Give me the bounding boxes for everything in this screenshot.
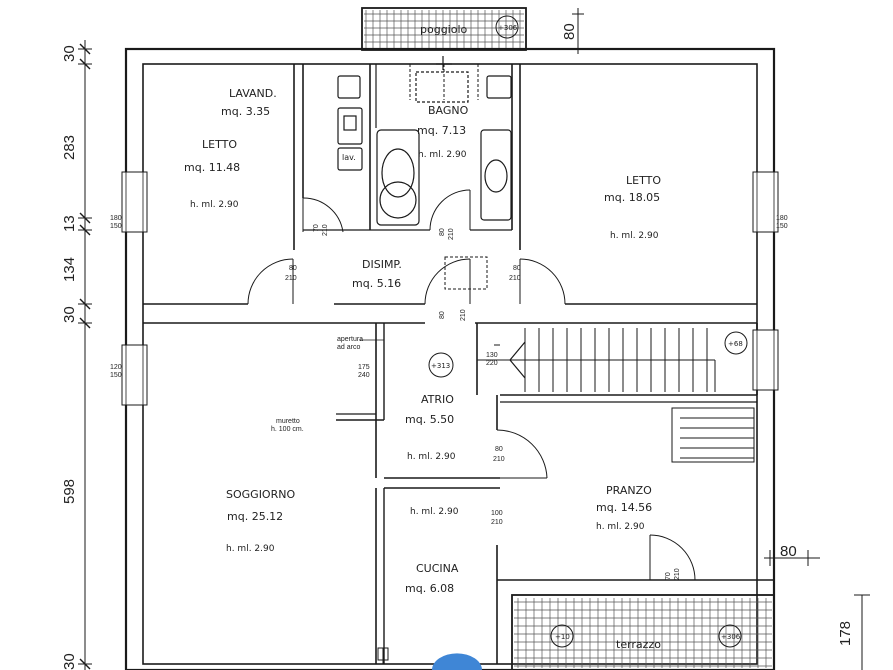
window-height: 220	[486, 360, 498, 367]
poggiolo-hatch	[364, 10, 524, 48]
dim-label: 30	[61, 653, 78, 670]
level-terrazzo-right: +306	[721, 633, 741, 641]
room-name-pranzo: PRANZO	[606, 484, 652, 497]
door-height: 210	[509, 275, 521, 282]
window-openings	[121, 171, 779, 406]
room-area-disimp: mq. 5.16	[352, 277, 401, 290]
sink-icon	[484, 159, 508, 193]
window-width: 180	[776, 215, 788, 222]
blue-marker	[432, 653, 482, 670]
room-name-poggiolo: poggiolo	[420, 23, 468, 36]
note-muretto: muretto	[276, 418, 300, 425]
dim-label: 13	[61, 215, 78, 232]
door-height: 210	[322, 224, 329, 236]
room-name-soggiorno: SOGGIORNO	[226, 488, 295, 501]
room-area-bagno: mq. 7.13	[417, 124, 466, 137]
room-height-pranzo: h. ml. 2.90	[596, 522, 645, 532]
bathroom-fixtures	[337, 71, 512, 226]
dimension-lines	[78, 8, 870, 670]
room-name-disimp: DISIMP.	[362, 258, 402, 271]
door-height: 210	[493, 456, 505, 463]
door-width: 100	[491, 510, 503, 517]
room-area-pranzo: mq. 14.56	[596, 501, 652, 514]
room-area-soggiorno: mq. 25.12	[227, 510, 283, 523]
dim-label: 134	[61, 257, 78, 282]
note-muretto-height: h. 100 cm.	[271, 426, 304, 433]
door-height: 210	[460, 309, 467, 321]
room-name-bagno: BAGNO	[428, 104, 469, 117]
room-height-letto-right: h. ml. 2.90	[610, 231, 659, 241]
door-width: 70	[665, 572, 672, 580]
room-area-letto-left: mq. 11.48	[184, 161, 240, 174]
room-height-cucina: h. ml. 2.90	[410, 507, 459, 517]
room-area-letto-right: mq. 18.05	[604, 191, 660, 204]
door-height: 210	[674, 568, 681, 580]
dim-label: 80	[561, 23, 578, 40]
dimension-labels: 30 283 13 134 30 598 30 80 80 178	[61, 23, 854, 670]
window-height: 150	[110, 372, 122, 379]
window-width: 175	[358, 364, 370, 371]
washer-icon	[337, 107, 363, 145]
room-labels: LAVAND. mq. 3.35 LETTO mq. 11.48 h. ml. …	[184, 23, 743, 651]
room-height-letto-left: h. ml. 2.90	[190, 200, 239, 210]
window-width: 180	[110, 215, 122, 222]
level-markers	[377, 15, 748, 664]
door-height: 210	[285, 275, 297, 282]
dim-label: 598	[61, 479, 78, 504]
door-height: 210	[491, 519, 503, 526]
door-width: 80	[439, 311, 446, 319]
dim-label: 30	[61, 45, 78, 62]
dim-label: 80	[780, 543, 797, 560]
room-name-letto-right: LETTO	[626, 174, 661, 187]
level-poggiolo: +306	[498, 24, 518, 32]
room-name-cucina: CUCINA	[416, 562, 459, 575]
room-area-cucina: mq. 6.08	[405, 582, 454, 595]
room-height-bagno: h. ml. 2.90	[418, 150, 467, 160]
room-name-atrio: ATRIO	[421, 393, 454, 406]
dim-label: 30	[61, 306, 78, 323]
note-ad-arco: ad arco	[337, 344, 360, 351]
opening-labels: 80 210 70 210 80 210 80 210 80 210 80 21…	[110, 215, 788, 580]
terrazzo	[511, 594, 775, 670]
room-height-atrio: h. ml. 2.90	[407, 452, 456, 462]
window-width: 120	[110, 364, 122, 371]
fixture-label-lav: lav.	[342, 153, 356, 162]
window-height: 150	[110, 223, 122, 230]
room-name-terrazzo: terrazzo	[616, 638, 661, 651]
window-width: 130	[486, 352, 498, 359]
level-stair-top: +68	[728, 340, 743, 348]
door-width: 80	[439, 228, 446, 236]
door-width: 80	[289, 265, 297, 272]
room-height-soggiorno: h. ml. 2.90	[226, 544, 275, 554]
window-height: 240	[358, 372, 370, 379]
dim-label: 178	[837, 621, 854, 646]
room-area-atrio: mq. 5.50	[405, 413, 454, 426]
note-apertura: apertura	[337, 336, 363, 343]
dim-label: 283	[61, 135, 78, 160]
level-atrio: +313	[431, 362, 450, 370]
room-name-letto-left: LETTO	[202, 138, 237, 151]
level-terrazzo-left: +10	[555, 633, 570, 641]
door-width: 80	[513, 265, 521, 272]
door-height: 210	[448, 228, 455, 240]
staircase	[477, 328, 755, 463]
door-swings	[247, 56, 696, 581]
room-area-lavand: mq. 3.35	[221, 105, 270, 118]
bathtub-icon	[376, 129, 420, 226]
door-width: 70	[313, 224, 320, 232]
door-width: 80	[495, 446, 503, 453]
room-name-lavand: LAVAND.	[229, 87, 277, 100]
window-height: 150	[776, 223, 788, 230]
